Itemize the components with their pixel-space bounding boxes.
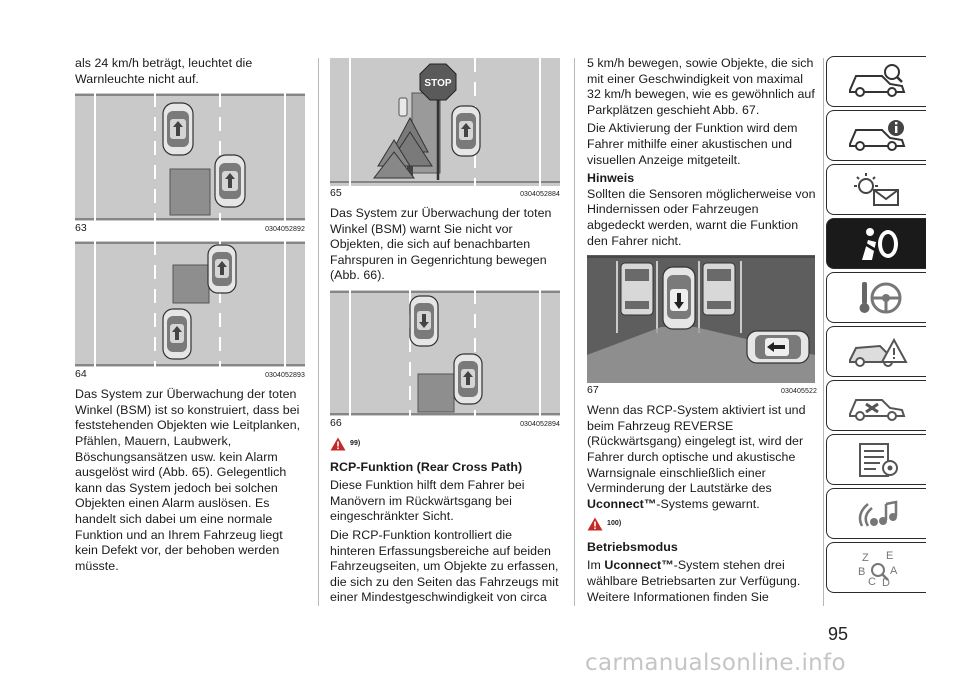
warning-triangle-icon: [587, 517, 603, 531]
car-icon: [662, 266, 696, 330]
tab-technical-data[interactable]: [826, 434, 926, 485]
page-number: 95: [828, 624, 849, 644]
tab-car-dashboard[interactable]: [826, 56, 926, 107]
body-text: Die RCP-Funktion kontrolliert die hinter…: [330, 527, 559, 605]
chapter-tabs: Z E B A C D: [826, 56, 928, 596]
tab-emergency[interactable]: [826, 326, 926, 377]
car-icon: [214, 154, 246, 208]
body-text-segment: Im: [587, 558, 601, 573]
body-text: Die Aktivierung der Funktion wird dem Fa…: [587, 121, 798, 167]
figure-code: 0304052894: [520, 420, 560, 428]
figure-code: 030405522: [781, 388, 817, 396]
index-letter: C: [868, 576, 876, 588]
figure-65: STOP: [330, 58, 560, 186]
blind-spot-diagram-64: [75, 241, 305, 368]
tree-icon: [372, 116, 433, 179]
figure-number: 66: [330, 416, 342, 429]
column-divider: [318, 58, 319, 606]
index-letter: B: [858, 566, 865, 578]
figure-code: 0304052892: [265, 226, 305, 234]
tab-index[interactable]: Z E B A C D: [826, 542, 926, 593]
car-service-icon: [848, 398, 905, 421]
car-icon: [207, 244, 237, 294]
tab-warning-lights[interactable]: [826, 164, 926, 215]
warning-lights-icon: [853, 172, 899, 206]
body-text-segment: Wenn das RCP-System aktiviert ist und be…: [587, 403, 806, 496]
stop-sign-text: STOP: [424, 78, 452, 89]
figure-66-caption: 66 0304052894: [330, 416, 560, 430]
car-info-icon: [848, 119, 905, 151]
technical-data-icon: [858, 442, 898, 477]
car-icon: [451, 105, 481, 157]
tab-safety[interactable]: [826, 218, 926, 269]
section-heading: Betriebsmodus: [587, 539, 678, 554]
crossing-car-icon: [746, 330, 810, 364]
index-letter: D: [882, 577, 890, 588]
warning-reference: 100): [587, 516, 817, 532]
warning-reference-number: 99): [350, 439, 361, 447]
stationary-objects-diagram-65: STOP: [330, 58, 560, 186]
column-3: 5 km/h bewegen, sowie Objekte, die sich …: [587, 56, 817, 608]
safety-airbag-icon: [860, 227, 898, 260]
figure-63-caption: 63 0304052892: [75, 223, 305, 235]
multimedia-icon: [858, 499, 897, 527]
column-divider: [823, 58, 824, 606]
warning-reference-number: 100): [607, 520, 622, 528]
car-dashboard-icon: [848, 63, 905, 97]
car-icon: [162, 308, 192, 360]
body-text: Im Uconnect™-System stehen drei wählbare…: [587, 558, 817, 605]
tab-multimedia[interactable]: [826, 488, 926, 539]
index-letter: Z: [862, 552, 869, 564]
steering-wheel-icon: [859, 281, 901, 313]
body-text: 5 km/h bewegen, sowie Objekte, die sich …: [587, 56, 815, 117]
figure-number: 63: [75, 222, 87, 235]
tab-car-info[interactable]: [826, 110, 926, 161]
column-1: als 24 km/h beträgt, leuchtet die Warnle…: [75, 56, 305, 577]
oncoming-lane-diagram-66: [330, 289, 560, 416]
figure-64: [75, 241, 305, 368]
stop-sign-icon: STOP: [419, 63, 457, 101]
uconnect-brand: Uconnect™: [604, 558, 674, 573]
figure-number: 65: [330, 187, 342, 199]
car-icon: [162, 102, 194, 156]
hinweis-heading: Hinweis: [587, 171, 635, 186]
figure-64-caption: 64 0304052893: [75, 369, 305, 381]
hinweis-text: Sollten die Sensoren möglicherweise von …: [587, 186, 816, 248]
watermark: carmanualsonline.info: [585, 650, 846, 676]
figure-65-caption: 65 0304052884: [330, 188, 560, 200]
tab-starting-driving[interactable]: [826, 272, 926, 323]
blind-spot-diagram-63: [75, 93, 305, 222]
figure-63: [75, 93, 305, 222]
column-divider: [574, 58, 575, 606]
parked-van-icon: [702, 262, 736, 316]
section-heading: RCP-Funktion (Rear Cross Path): [330, 459, 523, 474]
car-icon: [453, 353, 483, 405]
intro-text: als 24 km/h beträgt, leuchtet die Warnle…: [75, 56, 253, 86]
uconnect-brand: Uconnect™: [587, 496, 657, 511]
warning-reference: 99): [330, 436, 560, 452]
figure-number: 67: [587, 384, 599, 397]
figure-67-caption: 67 030405522: [587, 385, 817, 397]
figure-66: [330, 289, 560, 416]
figure-number: 64: [75, 368, 87, 381]
body-text-segment: -Systems gewarnt.: [656, 496, 760, 511]
index-icon: Z E B A C D: [858, 550, 898, 588]
tab-service[interactable]: [826, 380, 926, 431]
column-2: STOP 65 0304052884 Das System zur Überwa…: [330, 56, 560, 609]
figure-67: [587, 255, 817, 384]
body-text: Wenn das RCP-System aktiviert ist und be…: [587, 403, 817, 512]
body-text: Das System zur Überwachung der toten Win…: [75, 387, 301, 573]
warning-triangle-icon: [330, 437, 346, 451]
figure-code: 0304052884: [520, 191, 560, 198]
rear-cross-path-diagram-67: [587, 255, 815, 384]
emergency-icon: [848, 337, 908, 367]
body-text: Das System zur Überwachung der toten Win…: [330, 206, 552, 283]
index-letter: E: [886, 550, 893, 562]
body-text-segment: -System stehen drei wählbare Betriebsart…: [587, 558, 801, 604]
car-icon: [409, 295, 439, 347]
body-text: Diese Funktion hilft dem Fahrer bei Manö…: [330, 478, 525, 524]
parked-van-icon: [620, 262, 654, 316]
figure-code: 0304052893: [265, 372, 305, 380]
index-letter: A: [890, 565, 898, 577]
